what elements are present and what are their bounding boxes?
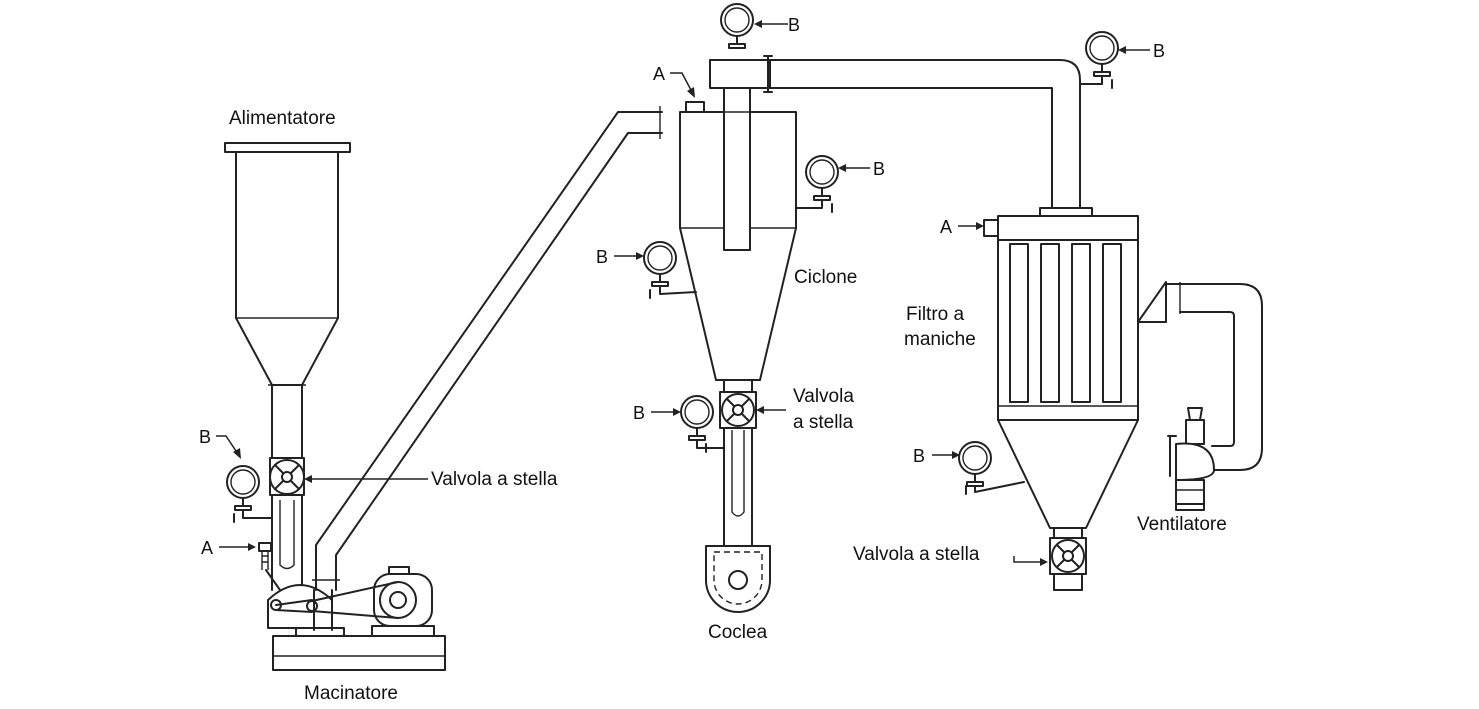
duct-gauge	[1079, 31, 1119, 89]
marker-b-duct: B	[1153, 41, 1165, 61]
marker-a-cyclone: A	[653, 64, 665, 84]
alimentatore-hopper	[224, 142, 351, 386]
cyclone-side-gauge	[795, 155, 839, 213]
feeder-gauge	[226, 465, 273, 523]
filter-outlet-duct	[1137, 281, 1263, 471]
marker-a-mill: A	[201, 538, 213, 558]
cyclone-top-gauge	[720, 3, 754, 49]
marker-b-cyclone-top: B	[788, 15, 800, 35]
label-filtro-line2: maniche	[904, 329, 976, 350]
cyclone-valve-gauge	[680, 395, 725, 453]
cyclone-star-valve	[719, 379, 757, 546]
mill-inlet-valve	[258, 542, 281, 591]
cyclone-cone-gauge	[643, 241, 697, 299]
filter-star-valve	[1049, 527, 1087, 591]
marker-b-cyclone-valve: B	[633, 403, 645, 423]
feeder-pipe	[268, 384, 306, 591]
label-ciclone: Ciclone	[794, 267, 857, 288]
marker-b-feeder: B	[199, 427, 211, 447]
cyclone-outlet-duct	[709, 55, 1093, 217]
conveying-pipe	[312, 106, 663, 591]
marker-b-filter: B	[913, 446, 925, 466]
marker-b-cyclone-cone: B	[596, 247, 608, 267]
label-valvola-cyclone-line2: a stella	[793, 412, 854, 433]
label-valvola-filter: Valvola a stella	[853, 544, 980, 565]
coclea	[705, 545, 771, 613]
filter-gauge	[958, 441, 1025, 495]
label-valvola-feeder: Valvola a stella	[431, 469, 558, 490]
filtro-a-maniche	[983, 215, 1139, 529]
ventilatore	[1167, 407, 1215, 511]
marker-b-cyclone-side: B	[873, 159, 885, 179]
ciclone	[679, 59, 797, 381]
marker-a-filter: A	[940, 217, 952, 237]
macinatore	[267, 566, 446, 671]
label-valvola-cyclone-line1: Valvola	[793, 386, 854, 407]
marker-arrows	[216, 20, 1150, 566]
label-filtro-line1: Filtro a	[906, 304, 965, 325]
label-macinatore: Macinatore	[304, 683, 398, 704]
label-coclea: Coclea	[708, 622, 768, 643]
label-ventilatore: Ventilatore	[1137, 514, 1227, 535]
label-alimentatore: Alimentatore	[229, 108, 336, 129]
feeder-star-valve	[269, 457, 305, 496]
